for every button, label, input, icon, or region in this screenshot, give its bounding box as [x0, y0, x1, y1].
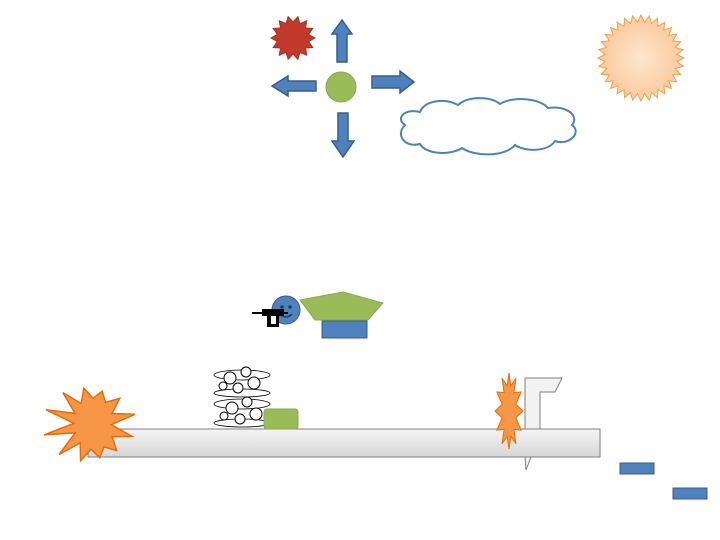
- smiley-gunner[interactable]: [252, 295, 301, 327]
- coin-stack-icon[interactable]: [213, 366, 271, 428]
- ground-platform: [87, 428, 601, 458]
- arrow-up-icon[interactable]: [330, 18, 354, 63]
- flag-spike: [524, 456, 532, 471]
- explosion-icon[interactable]: [43, 386, 136, 463]
- floating-platform: [299, 291, 384, 339]
- green-block: [263, 408, 299, 430]
- flame-icon[interactable]: [494, 372, 524, 450]
- player-dot-icon[interactable]: [325, 71, 357, 103]
- spiky-enemy-icon[interactable]: [269, 15, 317, 61]
- step-block-2: [672, 487, 708, 500]
- floating-platform-base: [321, 320, 368, 339]
- step-block-1: [619, 462, 655, 475]
- gun-icon: [252, 309, 288, 327]
- sun-icon: [596, 13, 686, 103]
- flag-shape: [524, 377, 563, 430]
- coin-stack-bottom: [213, 396, 271, 428]
- cloud-icon: [400, 97, 577, 156]
- eye-left: [280, 305, 284, 309]
- coin-stack-top: [213, 366, 271, 398]
- floating-platform-top: [299, 291, 384, 321]
- eye-right: [288, 305, 292, 309]
- flag-icon[interactable]: [524, 377, 563, 471]
- arrow-down-icon[interactable]: [330, 112, 356, 159]
- arrow-right-icon[interactable]: [371, 69, 416, 95]
- direction-controls: [270, 18, 416, 159]
- arrow-left-icon[interactable]: [270, 74, 317, 98]
